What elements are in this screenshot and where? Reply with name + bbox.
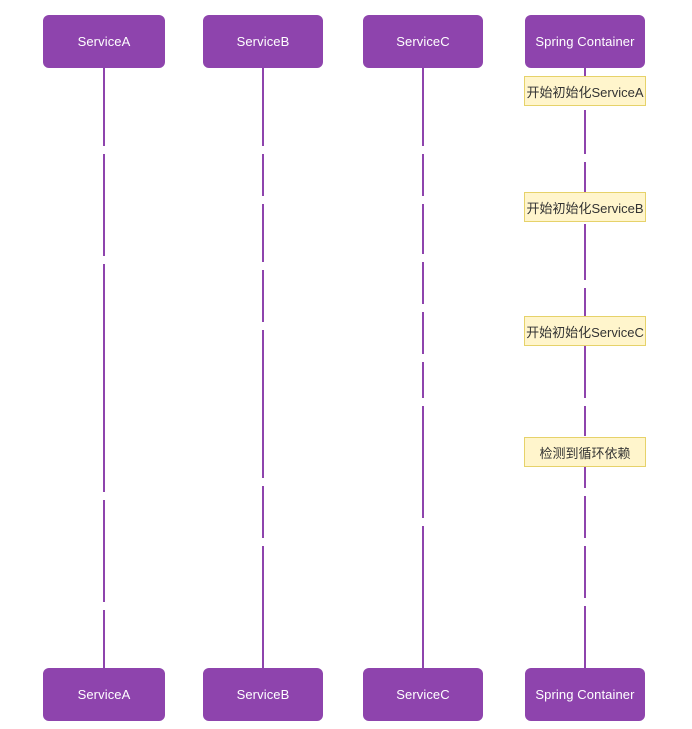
note-init-serviceC[interactable]: 开始初始化ServiceC — [524, 316, 646, 346]
participant-label: ServiceC — [396, 34, 450, 49]
participant-box-serviceA-top[interactable]: ServiceA — [43, 15, 165, 68]
participant-box-serviceB-top[interactable]: ServiceB — [203, 15, 323, 68]
participant-box-serviceB-bottom[interactable]: ServiceB — [203, 668, 323, 721]
note-text: 开始初始化ServiceB — [526, 200, 644, 216]
participant-label: Spring Container — [535, 687, 635, 702]
participant-label: ServiceA — [77, 687, 131, 702]
lifeline-serviceA — [103, 68, 105, 668]
note-init-serviceB[interactable]: 开始初始化ServiceB — [524, 192, 646, 222]
note-text: 开始初始化ServiceA — [526, 84, 644, 100]
lifeline-spring-container — [584, 68, 586, 668]
lifeline-serviceB — [262, 68, 264, 668]
lifeline-serviceC — [422, 68, 424, 668]
participant-box-spring-container-bottom[interactable]: Spring Container — [525, 668, 645, 721]
note-text: 开始初始化ServiceC — [526, 324, 644, 340]
note-init-serviceA[interactable]: 开始初始化ServiceA — [524, 76, 646, 106]
participant-label: ServiceB — [236, 687, 290, 702]
participant-label: ServiceC — [396, 687, 450, 702]
participant-label: Spring Container — [535, 34, 635, 49]
participant-label: ServiceA — [77, 34, 131, 49]
note-circular-dependency-detected[interactable]: 检测到循环依赖 — [524, 437, 646, 467]
note-text: 检测到循环依赖 — [539, 445, 631, 461]
participant-box-serviceC-top[interactable]: ServiceC — [363, 15, 483, 68]
participant-box-serviceC-bottom[interactable]: ServiceC — [363, 668, 483, 721]
participant-box-serviceA-bottom[interactable]: ServiceA — [43, 668, 165, 721]
participant-label: ServiceB — [236, 34, 290, 49]
participant-box-spring-container-top[interactable]: Spring Container — [525, 15, 645, 68]
